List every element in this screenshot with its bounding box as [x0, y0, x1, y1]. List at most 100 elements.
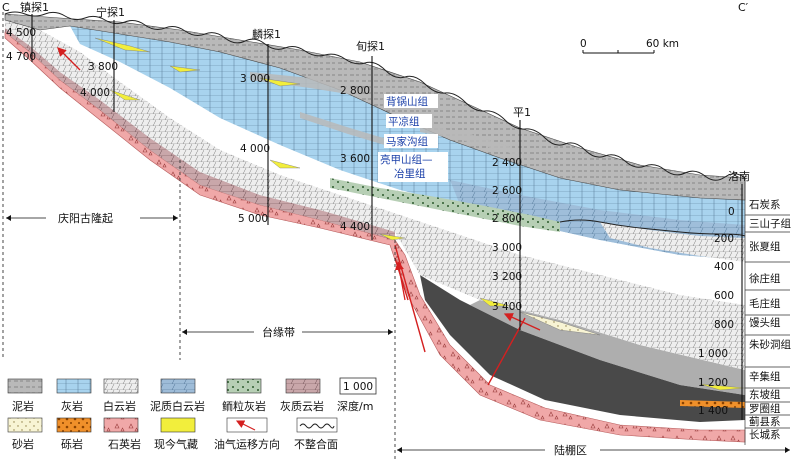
- zone-label-lupeng: 陆棚区: [554, 443, 587, 457]
- formation-column: [744, 178, 790, 445]
- oolitic-limestone: [330, 178, 560, 232]
- unconformity-base: [559, 219, 746, 237]
- depth-label: 1 400: [698, 405, 728, 417]
- mudstone-lens-1: [250, 72, 360, 96]
- formation-label: 张夏组: [749, 240, 781, 253]
- legend-label: 石英岩: [108, 437, 141, 451]
- depth-label: 1 200: [698, 377, 728, 389]
- legend-swatch-gas-reservoir: [160, 417, 196, 433]
- formation-label: 东坡组: [749, 388, 781, 401]
- formation-label: 马家沟组: [386, 135, 428, 148]
- legend-label: 灰质云岩: [280, 399, 324, 413]
- depth-label: 2 400: [492, 157, 522, 169]
- formation-label: 石炭系: [749, 199, 781, 211]
- legend-swatch-depth: [339, 377, 377, 395]
- depth-label: 3 200: [492, 271, 522, 283]
- well-label-ping1: 平1: [513, 106, 531, 119]
- legend-swatch-dolomite: [103, 378, 139, 394]
- formation-label: 三山子组: [749, 217, 791, 230]
- migration-arrows: [57, 47, 541, 331]
- formation-label: 长城系: [749, 429, 781, 441]
- well-label-luonan: 洛南: [728, 169, 750, 183]
- scale-max: 60 km: [646, 38, 679, 50]
- depth-label: 3 000: [492, 242, 522, 254]
- depth-label: 3 000: [240, 73, 270, 85]
- well-columns: [31, 14, 743, 420]
- zone-qingyang: 庆阳古隆起: [6, 211, 178, 225]
- depth-label: 5 000: [238, 213, 268, 225]
- legend-swatch-quartzite: [103, 417, 139, 433]
- formation-label: 徐庄组: [749, 272, 781, 285]
- formation-label: 蓟县系: [749, 415, 781, 428]
- scale-min: 0: [580, 38, 587, 50]
- well-label-ningtan1: 宁探1: [96, 5, 125, 19]
- dark-shale-wedge: [420, 275, 745, 422]
- legend-label: 泥质白云岩: [150, 399, 205, 413]
- formation-label: 罗圈组: [749, 402, 781, 415]
- formation-label: 亮甲山组—: [380, 153, 433, 166]
- legend-swatch-limestone: [56, 378, 92, 394]
- corner-label-right: C′: [738, 1, 749, 14]
- scale-bar: 0 60 km: [580, 38, 679, 54]
- depth-label: 4 400: [340, 221, 370, 233]
- legend-label: 灰岩: [61, 399, 83, 413]
- depth-label: 3 400: [492, 301, 522, 313]
- mudstone-lens-2: [420, 124, 520, 156]
- depth-label: 0: [728, 206, 735, 218]
- zone-label-qingyang: 庆阳古隆起: [58, 211, 113, 225]
- depth-label: 2 800: [492, 213, 522, 225]
- depth-label: 3 600: [340, 153, 370, 165]
- legend-swatch-sandstone: [7, 417, 43, 433]
- unconformity-top: [4, 11, 746, 181]
- well-label-xuntan1: 旬探1: [356, 40, 385, 53]
- legend-swatch-mudstone: [7, 378, 43, 394]
- legend-label: 现今气藏: [154, 437, 198, 451]
- well-label-zhentan1: 镇探1: [20, 0, 49, 14]
- depth-label: 4 000: [80, 87, 110, 99]
- depth-label: 2 600: [492, 185, 522, 197]
- mudstone-lower: [470, 300, 745, 395]
- legend-label: 砾岩: [61, 437, 83, 451]
- zone-taiyuan: 台缘带: [182, 325, 393, 339]
- formation-label: 冶里组: [394, 167, 426, 180]
- formation-label: 毛庄组: [749, 297, 781, 310]
- mudstone-lens-3: [300, 112, 390, 146]
- migration-arrow-icon: [235, 420, 256, 431]
- gas-reservoirs: [94, 37, 746, 391]
- ordovician-labels: 背锅山组 平凉组 马家沟组 亮甲山组— 冶里组: [378, 94, 448, 182]
- corner-label-left: C: [2, 1, 10, 14]
- legend-swatch-argillaceous-dolomite: [160, 378, 196, 394]
- mudstone-cover: [4, 13, 746, 201]
- dolomite-lens-right: [600, 222, 745, 262]
- legend-label: 白云岩: [103, 399, 136, 413]
- conglomerate-band: [680, 400, 745, 408]
- unconformity-icon: [299, 423, 335, 429]
- formation-label: 馒头组: [749, 316, 781, 329]
- legend-label: 泥岩: [12, 399, 34, 413]
- depth-label: 2 800: [340, 85, 370, 97]
- legend-swatch-oolitic-limestone: [226, 378, 262, 394]
- well-label-lintan1: 麟探1: [252, 27, 281, 41]
- zone-lupeng: 陆棚区: [397, 443, 790, 457]
- depth-label: 400: [714, 261, 734, 273]
- legend-label: 深度/m: [337, 399, 373, 413]
- legend-swatch-conglomerate: [56, 417, 92, 433]
- legend-label: 砂岩: [12, 437, 34, 451]
- depth-label: 4 700: [6, 51, 36, 63]
- formation-label: 平凉组: [388, 115, 420, 128]
- depth-label: 200: [714, 233, 734, 245]
- legend-swatch-migration: [226, 417, 268, 433]
- depth-labels: 4 500 4 700 3 800 4 000 3 000 4 000 5 00…: [6, 27, 735, 417]
- sandstone-lens: [519, 311, 601, 336]
- depth-label: 800: [714, 319, 734, 331]
- depth-label: 600: [714, 290, 734, 302]
- legend: 1 000 泥岩 灰岩 白云岩 泥质白云岩 鲕粒灰岩 灰质云岩 深度/m 砂岩 …: [7, 377, 377, 451]
- right-formation-labels: 石炭系 三山子组 张夏组 徐庄组 毛庄组 馒头组 朱砂洞组 辛集组 东坡组 罗圈…: [749, 199, 791, 441]
- legend-label: 油气运移方向: [214, 437, 280, 451]
- formation-label: 辛集组: [749, 370, 781, 383]
- legend-swatch-calcareous-dolomite: [285, 378, 321, 394]
- dolomite-body: [5, 20, 745, 370]
- formation-label: 朱砂洞组: [749, 338, 791, 351]
- depth-label: 4 500: [6, 27, 36, 39]
